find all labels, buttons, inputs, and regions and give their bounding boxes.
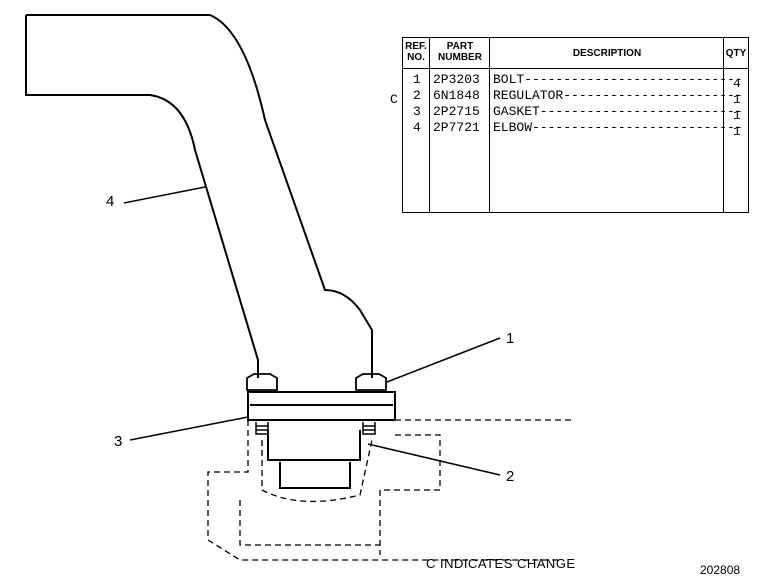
part-number: 6N1848: [433, 88, 480, 103]
callout-3: 3: [114, 433, 123, 450]
callout-4: 4: [106, 193, 115, 210]
flange-plate: [247, 391, 396, 421]
leader-lines: [123, 186, 501, 476]
part-number: 2P7721: [433, 120, 480, 135]
part-quantity: 1: [733, 108, 741, 123]
ref-number: 2: [413, 88, 421, 103]
change-marker: C: [390, 92, 398, 107]
part-quantity: 1: [733, 92, 741, 107]
header-qty: QTY: [725, 48, 747, 59]
ref-number: 4: [413, 120, 421, 135]
drawing-number: 202808: [700, 563, 741, 577]
part-description: BOLT----------------------------: [493, 72, 743, 87]
part-number: 2P2715: [433, 104, 480, 119]
housing-outline: [207, 419, 572, 561]
bolt-threads: [255, 422, 376, 435]
callout-1: 1: [506, 330, 515, 347]
ref-number: 1: [413, 72, 421, 87]
table-row: 1 2P3203 BOLT---------------------------…: [403, 72, 748, 91]
part-quantity: 4: [733, 76, 741, 91]
ref-number: 3: [413, 104, 421, 119]
table-row: 2 6N1848 REGULATOR----------------------…: [403, 88, 748, 107]
part-description: REGULATOR-----------------------: [493, 88, 743, 103]
part-description: ELBOW---------------------------: [493, 120, 743, 135]
regulator-part: [267, 430, 361, 489]
elbow-part: [25, 14, 373, 378]
parts-table: REF. NO. PART NUMBER DESCRIPTION QTY 1 2…: [402, 37, 749, 213]
header-part-number: PART NUMBER: [438, 41, 482, 63]
part-description: GASKET--------------------------: [493, 104, 743, 119]
change-legend: C INDICATES CHANGE: [426, 556, 576, 571]
header-description: DESCRIPTION: [572, 48, 642, 59]
header-ref-no: REF. NO.: [405, 41, 427, 63]
part-number: 2P3203: [433, 72, 480, 87]
callout-2: 2: [506, 468, 515, 485]
table-row: 3 2P2715 GASKET-------------------------…: [403, 104, 748, 123]
bolt-heads: [246, 373, 387, 391]
part-quantity: 1: [733, 124, 741, 139]
table-row: 4 2P7721 ELBOW--------------------------…: [403, 120, 748, 139]
